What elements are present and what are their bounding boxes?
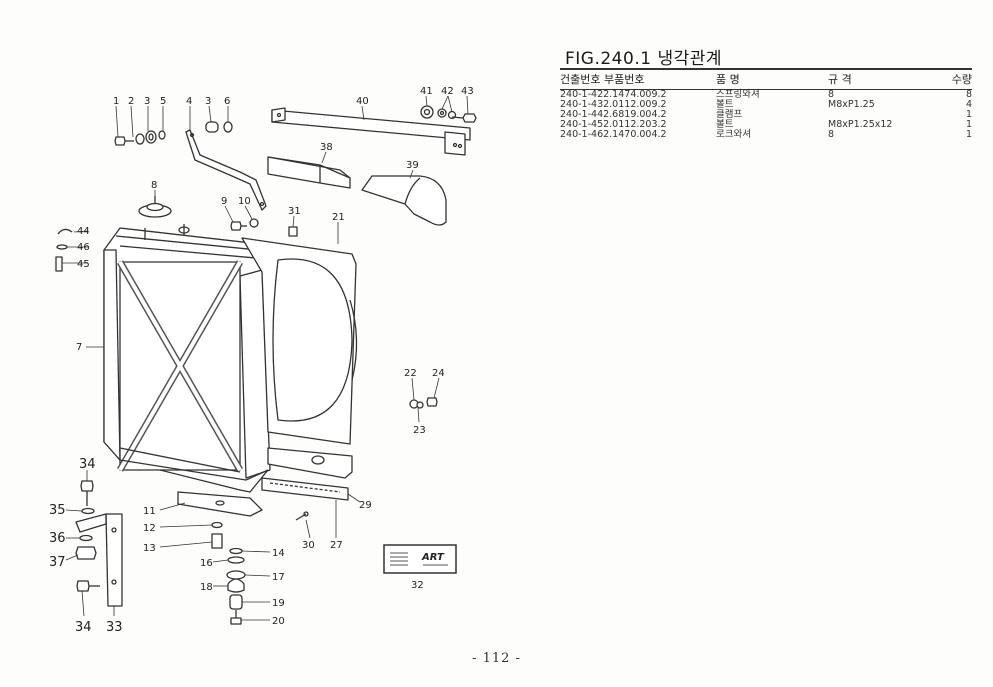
bolt-group-top-left — [114, 121, 233, 146]
callout-2: 2 — [128, 96, 134, 107]
callout-44: 44 — [77, 226, 90, 237]
callout-34: 34 — [79, 457, 96, 472]
washer-bolt-right — [409, 397, 438, 409]
callout-30: 30 — [302, 540, 315, 551]
parts-table: 건출번호 부품번호 품 명 규 격 수량 240-1-422.1474.009.… — [560, 70, 972, 140]
part-name: 스프링와셔 — [716, 89, 760, 100]
part-name: 볼트 — [716, 99, 734, 110]
radiator-part — [103, 224, 271, 493]
art-plate-label: ART — [421, 552, 445, 563]
callout-18: 18 — [200, 582, 213, 593]
clip-pin-part — [295, 511, 309, 521]
callout-37: 37 — [49, 555, 66, 570]
callout-35: 35 — [49, 503, 66, 518]
part-qty: 1 — [965, 129, 972, 140]
part-spec: 8 — [828, 89, 835, 100]
fan-shroud-part — [241, 237, 358, 445]
callout-3: 3 — [144, 96, 150, 107]
callout-22: 22 — [404, 368, 417, 379]
clamp-parts — [55, 228, 73, 272]
callout-31: 31 — [288, 206, 301, 217]
cover-part — [361, 175, 447, 226]
callout-12: 12 — [143, 523, 156, 534]
callout-6: 6 — [224, 96, 230, 107]
callout-38: 38 — [320, 142, 333, 153]
callout-11: 11 — [143, 506, 156, 517]
callout-1: 1 — [113, 96, 119, 107]
callout-45: 45 — [77, 259, 90, 270]
callout-36: 36 — [49, 531, 66, 546]
callout-41: 41 — [420, 86, 433, 97]
callout-19: 19 — [272, 598, 285, 609]
table-row: 240-1-442.6819.004.2 클램프 1 — [560, 110, 972, 120]
callout-39: 39 — [406, 160, 419, 171]
callout-21: 21 — [332, 212, 345, 223]
callout-3b: 3 — [205, 96, 211, 107]
callout-5: 5 — [160, 96, 166, 107]
radiator-cap-part — [138, 196, 172, 218]
part-spec: 8 — [828, 129, 835, 140]
support-bracket-part — [177, 491, 263, 517]
callout-34b: 34 — [75, 620, 92, 635]
title-rule — [560, 68, 972, 70]
callout-9: 9 — [221, 196, 227, 207]
part-spec: M8xP1.25 — [828, 99, 875, 110]
lower-plate-part — [261, 447, 353, 501]
callout-8: 8 — [151, 180, 157, 191]
part-name: 볼트 — [716, 119, 734, 130]
part-code: 240-1-462.1470.004.2 — [560, 129, 667, 140]
stay-bracket-lower — [75, 480, 123, 607]
exploded-parts-diagram: ART 1 2 3 5 4 3 6 40 41 42 43 38 39 8 9 … — [49, 86, 477, 635]
shroud-block-part — [267, 156, 351, 189]
rubber-mount-stack — [226, 547, 246, 625]
callout-23: 23 — [413, 425, 426, 436]
callout-33: 33 — [106, 620, 123, 635]
callout-16: 16 — [200, 558, 213, 569]
stay-bracket-part — [185, 129, 267, 211]
table-row: 240-1-462.1470.004.2 로크와셔 8 1 — [560, 130, 972, 140]
callout-42: 42 — [441, 86, 454, 97]
part-spec: M8xP1.25x12 — [828, 119, 893, 130]
callout-20: 20 — [272, 616, 285, 627]
callout-43: 43 — [461, 86, 474, 97]
callout-29: 29 — [359, 500, 372, 511]
table-row: 240-1-422.1474.009.2 스프링와셔 8 8 — [560, 90, 972, 101]
small-fasteners-mid — [230, 218, 298, 237]
part-code: 240-1-422.1474.009.2 — [560, 89, 667, 100]
part-qty: 8 — [965, 89, 972, 100]
mounting-bar-part — [271, 107, 471, 156]
part-qty: 1 — [965, 109, 972, 120]
parts-table-header: 건출번호 부품번호 품 명 규 격 수량 — [560, 70, 972, 90]
part-name: 클램프 — [716, 109, 743, 120]
callout-14: 14 — [272, 548, 285, 559]
table-row: 240-1-432.0112.009.2 볼트 M8xP1.25 4 — [560, 100, 972, 110]
part-qty: 4 — [965, 99, 972, 110]
mount-fasteners — [211, 521, 223, 549]
callout-7: 7 — [76, 342, 82, 353]
callout-27: 27 — [330, 540, 343, 551]
page-number: - 112 - — [472, 651, 521, 666]
header-spec: 규 격 — [828, 70, 938, 90]
callout-13: 13 — [143, 543, 156, 554]
part-code: 240-1-452.0112.203.2 — [560, 119, 667, 130]
figure-title: FIG.240.1 냉각관계 — [565, 49, 723, 69]
art-label-plate: ART — [383, 544, 457, 574]
header-qty: 수량 — [938, 70, 972, 90]
callout-10: 10 — [238, 196, 251, 207]
callout-4: 4 — [186, 96, 192, 107]
callout-32: 32 — [411, 580, 424, 591]
part-name: 로크와셔 — [716, 129, 751, 140]
header-name: 품 명 — [716, 70, 828, 90]
callout-24: 24 — [432, 368, 445, 379]
callout-46: 46 — [77, 242, 90, 253]
callout-17: 17 — [272, 572, 285, 583]
header-code: 건출번호 부품번호 — [560, 70, 716, 90]
part-code: 240-1-432.0112.009.2 — [560, 99, 667, 110]
part-code: 240-1-442.6819.004.2 — [560, 109, 667, 120]
leader-lines — [62, 95, 469, 621]
callout-40: 40 — [356, 96, 369, 107]
table-row: 240-1-452.0112.203.2 볼트 M8xP1.25x12 1 — [560, 120, 972, 130]
part-qty: 1 — [965, 119, 972, 130]
